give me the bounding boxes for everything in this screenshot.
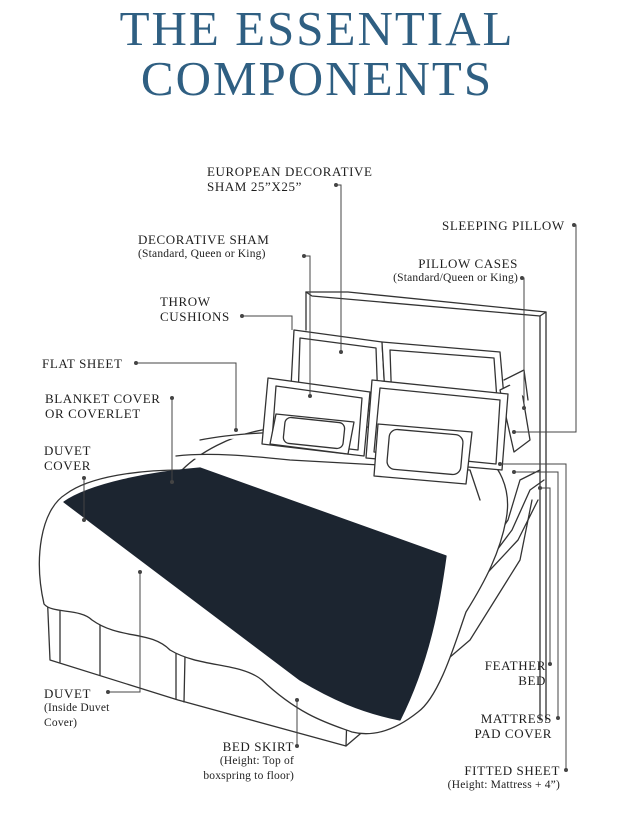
label-flat-sheet: FLAT SHEET bbox=[42, 356, 123, 371]
throw-cushions bbox=[269, 413, 473, 485]
label-bed-skirt: BED SKIRT (Height: Top of boxspring to f… bbox=[168, 739, 294, 784]
label-pillow-cases: PILLOW CASES (Standard/Queen or King) bbox=[360, 256, 518, 286]
label-duvet-cover-line2: COVER bbox=[44, 458, 92, 473]
label-bed-skirt-line1: BED SKIRT bbox=[222, 739, 294, 754]
label-duvet: DUVET (Inside Duvet Cover) bbox=[44, 686, 110, 731]
label-decorative-sham-line1: DECORATIVE SHAM bbox=[138, 232, 270, 247]
label-blanket-cover: BLANKET COVER OR COVERLET bbox=[45, 391, 161, 421]
label-blanket-cover-line1: BLANKET COVER bbox=[45, 391, 161, 406]
label-flat-sheet-line1: FLAT SHEET bbox=[42, 356, 123, 371]
label-duvet-cover-line1: DUVET bbox=[44, 443, 92, 458]
label-sleeping-pillow: SLEEPING PILLOW bbox=[442, 218, 565, 233]
label-feather-bed: FEATHER BED bbox=[456, 658, 546, 688]
label-decorative-sham-line2: (Standard, Queen or King) bbox=[138, 248, 266, 260]
label-duvet-line3: Cover) bbox=[44, 717, 78, 729]
label-european-sham-line2: SHAM 25”X25” bbox=[207, 179, 302, 194]
label-pillow-cases-line1: PILLOW CASES bbox=[418, 256, 518, 271]
label-throw-cushions-line1: THROW bbox=[160, 294, 211, 309]
label-european-sham-line1: EUROPEAN DECORATIVE bbox=[207, 164, 373, 179]
label-throw-cushions: THROW CUSHIONS bbox=[160, 294, 230, 324]
label-mattress-pad-line1: MATTRESS bbox=[480, 711, 552, 726]
label-fitted-sheet-line2: (Height: Mattress + 4”) bbox=[447, 779, 560, 791]
label-duvet-line1: DUVET bbox=[44, 686, 92, 701]
label-mattress-pad-line2: PAD COVER bbox=[474, 726, 552, 741]
label-mattress-pad: MATTRESS PAD COVER bbox=[440, 711, 552, 741]
label-pillow-cases-line2: (Standard/Queen or King) bbox=[393, 272, 518, 284]
label-fitted-sheet-line1: FITTED SHEET bbox=[464, 763, 560, 778]
title-line-1: THE ESSENTIAL bbox=[119, 1, 515, 56]
blanket-cover-runner bbox=[63, 467, 447, 721]
label-feather-bed-line1: FEATHER bbox=[484, 658, 546, 673]
leader-dots bbox=[82, 183, 576, 772]
title-line-2: COMPONENTS bbox=[140, 51, 494, 106]
label-feather-bed-line2: BED bbox=[518, 673, 546, 688]
label-throw-cushions-line2: CUSHIONS bbox=[160, 309, 230, 324]
label-bed-skirt-line2: (Height: Top of bbox=[219, 755, 294, 767]
headboard bbox=[305, 291, 547, 721]
label-blanket-cover-line2: OR COVERLET bbox=[45, 406, 141, 421]
label-european-sham: EUROPEAN DECORATIVE SHAM 25”X25” bbox=[207, 164, 373, 194]
label-duvet-cover: DUVET COVER bbox=[44, 443, 91, 473]
label-bed-skirt-line3: boxspring to floor) bbox=[203, 770, 294, 782]
label-fitted-sheet: FITTED SHEET (Height: Mattress + 4”) bbox=[400, 763, 560, 793]
label-duvet-line2: (Inside Duvet bbox=[44, 702, 110, 714]
label-decorative-sham: DECORATIVE SHAM (Standard, Queen or King… bbox=[138, 232, 269, 262]
label-sleeping-pillow-line1: SLEEPING PILLOW bbox=[442, 218, 565, 233]
